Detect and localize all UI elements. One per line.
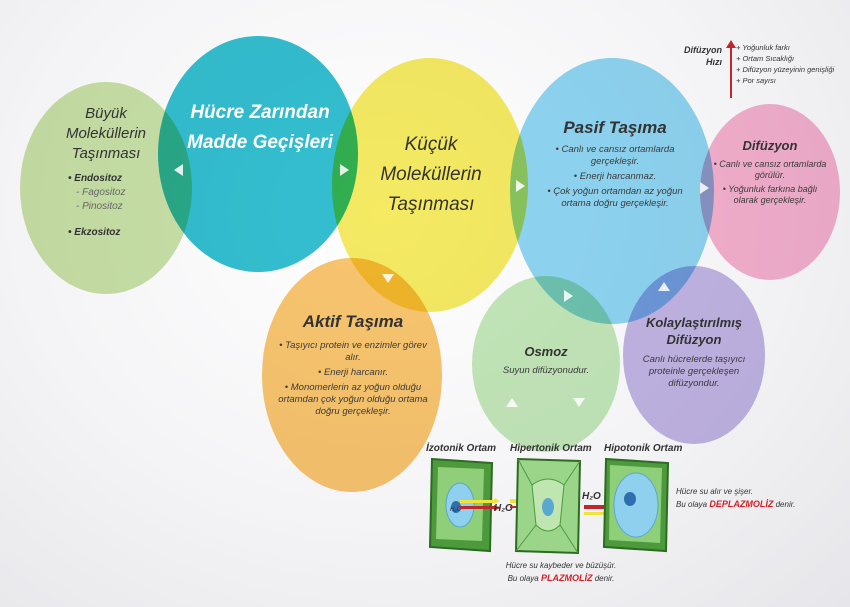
active-circle (262, 258, 442, 492)
deplasmolysis-word: DEPLAZMOLİZ (709, 499, 774, 509)
plasmolysis-post: denir. (594, 574, 615, 583)
diffusion-rate-label: Difüzyon (684, 45, 722, 55)
arrow-right-icon (460, 498, 500, 511)
facilitated-circle (623, 266, 765, 444)
deplasmolysis-caption: Hücre su alır ve şişer. Bu olaya DEPLAZM… (676, 486, 846, 511)
arrow-left-icon (174, 164, 183, 176)
plasmolysis-word: PLAZMOLİZ (540, 573, 593, 583)
hypertonic-label: Hipertonik Ortam (510, 443, 592, 454)
active-title: Aktif Taşıma (302, 312, 404, 331)
osmosis-block: Osmoz Suyun difüzyonudur. (486, 344, 606, 376)
diffusion-rate-label: Hızı (705, 57, 722, 67)
deplasmolysis-line1: Hücre su alır ve şişer. (676, 487, 754, 496)
arrow-right-icon (516, 180, 525, 192)
list-item: • Enerji harcanmaz. (573, 171, 657, 182)
passive-title: Pasif Taşıma (563, 118, 667, 137)
big-molecules-block: Büyük Moleküllerin Taşınması • Endositoz… (44, 104, 168, 240)
list-item: • Canlı ve cansız ortamlarda görülür. (713, 159, 827, 180)
list-item: + Difüzyon yüzeyinin genişliği (736, 65, 835, 74)
list-item: • Endositoz (68, 173, 123, 184)
list-item: - Pinositoz (76, 201, 123, 212)
facilitated-title: Kolaylaştırılmış Difüzyon (645, 315, 743, 347)
list-item: • Taşıyıcı protein ve enzimler görev alı… (279, 340, 427, 363)
passive-block: Pasif Taşıma • Canlı ve cansız ortamlard… (540, 118, 690, 213)
arrow-down-icon (382, 274, 394, 283)
list-item: • Enerji harcanır. (317, 367, 389, 378)
deplasmolysis-pre: Bu olaya (676, 500, 708, 509)
deplasmolysis-post: denir. (775, 500, 796, 509)
diffusion-circle (700, 104, 840, 280)
active-block: Aktif Taşıma • Taşıyıcı protein ve enzim… (272, 312, 434, 421)
list-item: • Yoğunluk farkına bağlı olarak gerçekle… (722, 184, 818, 205)
hypotonic-label: Hipotonik Ortam (604, 443, 683, 454)
h2o-label: H₂O (582, 491, 601, 502)
big-molecules-title: Büyük Moleküllerin Taşınması (65, 105, 147, 162)
list-item: + Yoğunluk farkı (736, 43, 790, 52)
main-title: Hücre Zarından Madde Geçişleri (187, 102, 333, 153)
plasmolysis-line1: Hücre su kaybeder ve büzüşür. (505, 561, 617, 570)
facilitated-block: Kolaylaştırılmış Difüzyon Canlı hücreler… (632, 314, 756, 390)
list-item: • Ekzositoz (68, 227, 121, 238)
diffusion-block: Difüzyon • Canlı ve cansız ortamlarda gö… (710, 138, 830, 209)
arrow-right-icon (340, 164, 349, 176)
hypertonic-cell-icon (514, 457, 582, 555)
arrow-right-icon (564, 290, 573, 302)
up-arrow-icon (726, 40, 736, 98)
list-item: • Canlı ve cansız ortamlarda gerçekleşir… (555, 144, 675, 167)
main-circle (158, 36, 358, 272)
list-item: - Fagositoz (76, 187, 126, 198)
isotonic-cell-icon (428, 457, 494, 553)
plasmolysis-caption: Hücre su kaybeder ve büzüşür. Bu olaya P… (496, 560, 626, 585)
h2o-label: H₂O (450, 507, 462, 513)
small-molecules-title: Küçük Moleküllerin Taşınması (380, 134, 482, 215)
arrow-up-icon (506, 398, 518, 407)
list-item: • Monomerlerin az yoğun olduğu ortamdan … (278, 382, 428, 417)
plasmolysis-pre: Bu olaya (507, 574, 539, 583)
facilitated-desc: Canlı hücrelerde taşıyıcı proteinle gerç… (642, 354, 746, 389)
isotonic-label: İzotonik Ortam (426, 443, 497, 454)
arrow-down-icon (573, 398, 585, 407)
arrow-right-icon (700, 182, 709, 194)
list-item: • Çok yoğun ortamdan az yoğun ortama doğ… (547, 186, 683, 209)
arrow-up-icon (658, 282, 670, 291)
diffusion-rate-block: Difüzyon Hızı + Yoğunluk farkı + Ortam S… (676, 40, 846, 100)
diffusion-title: Difüzyon (742, 138, 798, 153)
list-item: + Ortam Sıcaklığı (736, 54, 795, 63)
osmosis-title: Osmoz (524, 344, 568, 359)
osmosis-desc: Suyun difüzyonudur. (502, 365, 590, 376)
hypotonic-cell-icon (602, 457, 670, 553)
list-item: + Por sayısı (736, 76, 776, 85)
osmosis-circle (472, 276, 620, 452)
h2o-label: H₂O (494, 503, 513, 514)
